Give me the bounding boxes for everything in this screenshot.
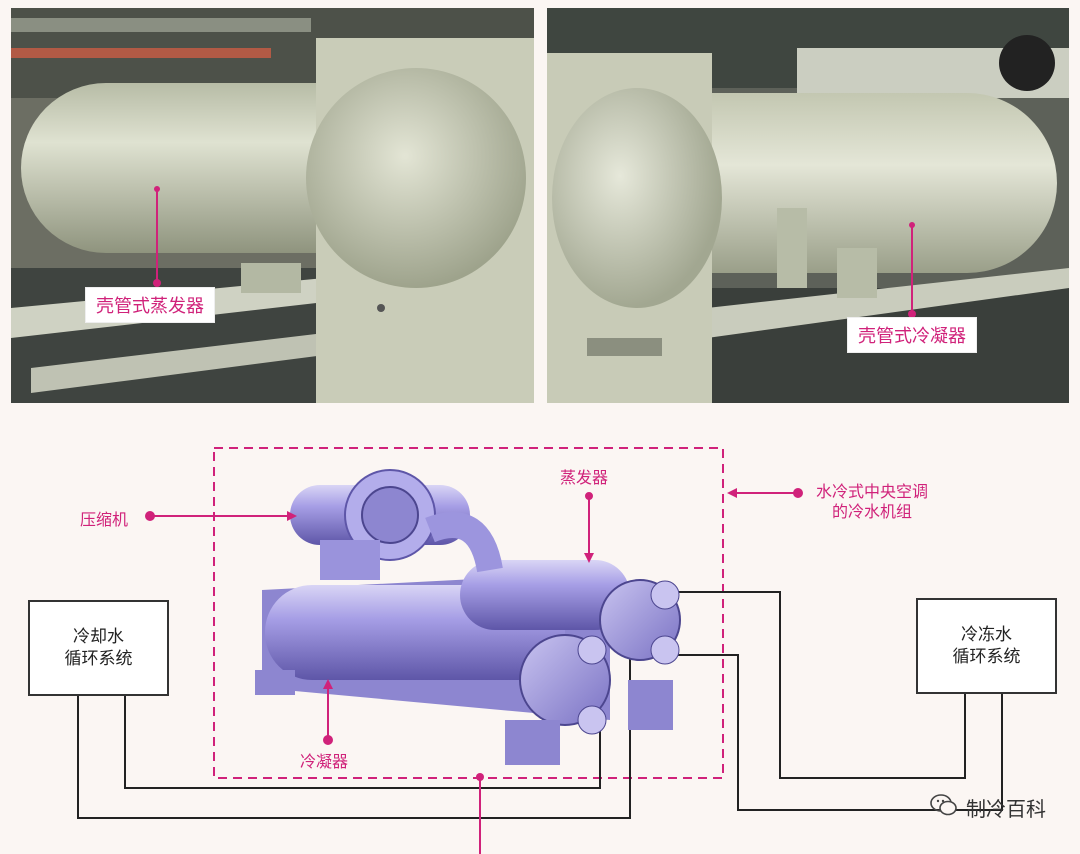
- chilled-water-system-line1: 冷冻水: [961, 625, 1012, 645]
- condenser-pointer: [906, 219, 918, 319]
- evaporator-photo: [11, 8, 534, 403]
- chiller-machine: [255, 469, 681, 765]
- chiller-unit-label-line1: 水冷式中央空调: [816, 482, 929, 501]
- condenser-photo-label: 壳管式冷凝器: [848, 318, 976, 352]
- condenser-label: 冷凝器: [300, 752, 349, 771]
- cooling-water-system-line2: 循环系统: [64, 649, 133, 669]
- evaporator-pointer: [151, 183, 163, 288]
- chiller-unit-label-line2: 的冷水机组: [832, 502, 913, 521]
- compressor-label: 压缩机: [80, 510, 129, 529]
- chilled-water-system-box: 冷冻水 循环系统: [916, 598, 1057, 694]
- chiller-unit-label: 水冷式中央空调 的冷水机组: [816, 482, 928, 522]
- evaporator-photo-label: 壳管式蒸发器: [86, 288, 214, 322]
- watermark-text: 制冷百科: [966, 797, 1046, 821]
- chiller-diagram: [77, 447, 1003, 854]
- wechat-icon: [930, 794, 958, 821]
- label-pointers: [145, 488, 803, 745]
- watermark: 制冷百科: [930, 793, 1046, 822]
- evaporator-label: 蒸发器: [560, 468, 609, 487]
- cooling-water-system-line1: 冷却水: [73, 627, 124, 647]
- condenser-photo: [547, 8, 1069, 403]
- cooling-water-system-box: 冷却水 循环系统: [28, 600, 169, 696]
- chilled-water-system-line2: 循环系统: [952, 647, 1021, 667]
- piping: [77, 591, 1003, 819]
